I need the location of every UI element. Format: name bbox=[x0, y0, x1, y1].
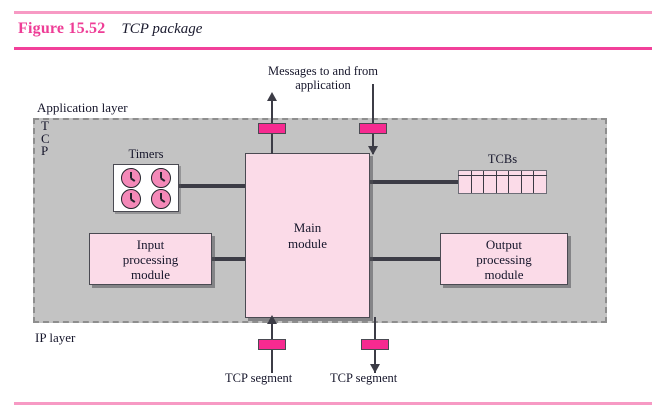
output-module-line-1: Output bbox=[485, 236, 523, 252]
segment-out-arrow-icon bbox=[370, 364, 380, 373]
output-module-text: Output processing module bbox=[476, 237, 532, 282]
tcp-segment-out-label: TCP segment bbox=[330, 371, 398, 385]
clock-icon bbox=[151, 188, 171, 209]
tcb-cell bbox=[484, 171, 497, 193]
main-module-block: Main module bbox=[245, 153, 370, 318]
tcp-segment-in-label: TCP segment bbox=[225, 371, 293, 385]
main-module-text: Main module bbox=[288, 220, 327, 252]
ip-layer-label: IP layer bbox=[35, 330, 76, 345]
main-to-output-module-link bbox=[369, 257, 441, 261]
tcbs-label: TCBs bbox=[487, 152, 518, 166]
segment-in-arrow-icon bbox=[267, 315, 277, 324]
footer-rule bbox=[14, 402, 652, 405]
connector-block-bottom-right bbox=[361, 339, 389, 350]
tcp-letter-t: T bbox=[41, 118, 49, 133]
connector-block-top-right bbox=[359, 123, 387, 134]
input-module-text: Input processing module bbox=[123, 237, 179, 282]
messages-annotation-line-1: Messages to and from bbox=[267, 64, 379, 78]
output-module-line-3: module bbox=[484, 266, 524, 282]
timers-box bbox=[113, 164, 179, 212]
figure-number: Figure 15.52 bbox=[18, 20, 106, 37]
tcb-cell bbox=[472, 171, 485, 193]
messages-annotation-line-2: application bbox=[295, 78, 351, 92]
clock-icon bbox=[151, 167, 171, 188]
tcb-cell bbox=[459, 171, 472, 193]
tcb-cell bbox=[497, 171, 510, 193]
clock-icon bbox=[121, 167, 141, 188]
input-module-line-3: module bbox=[130, 266, 170, 282]
connector-block-bottom-left bbox=[258, 339, 286, 350]
figure-title: TCP package bbox=[121, 21, 203, 37]
input-module-line-1: Input bbox=[136, 236, 165, 252]
connector-block-top-left bbox=[258, 123, 286, 134]
tcbs-top-strip-line bbox=[458, 175, 547, 177]
main-module-line-1: Main bbox=[293, 219, 322, 235]
input-processing-module-block: Input processing module bbox=[89, 233, 212, 285]
messages-out-arrow-icon bbox=[267, 92, 277, 101]
input-module-line-2: processing bbox=[122, 251, 179, 267]
messages-annotation: Messages to and from application bbox=[248, 64, 398, 92]
output-processing-module-block: Output processing module bbox=[440, 233, 568, 285]
figure-caption: Figure 15.52 TCP package bbox=[18, 20, 202, 38]
tcbs-box bbox=[458, 170, 547, 194]
input-module-to-main-link bbox=[211, 257, 246, 261]
header-rule-middle bbox=[14, 47, 652, 50]
tcb-cell bbox=[509, 171, 522, 193]
output-module-line-2: processing bbox=[476, 251, 532, 267]
main-to-tcbs-link bbox=[369, 180, 459, 184]
messages-in-arrow-icon bbox=[368, 146, 378, 155]
main-module-line-2: module bbox=[288, 235, 327, 251]
application-layer-label: Application layer bbox=[37, 100, 128, 115]
timers-label: Timers bbox=[128, 147, 164, 161]
timers-to-main-link bbox=[178, 184, 246, 188]
tcp-letter-p: P bbox=[41, 143, 49, 158]
tcb-cell bbox=[522, 171, 535, 193]
header-rule-top bbox=[14, 11, 652, 14]
tcp-letter-c: C bbox=[41, 130, 50, 146]
tcp-vertical-label: T C P bbox=[41, 118, 50, 158]
clock-icon bbox=[121, 188, 141, 209]
messages-in-line bbox=[372, 84, 374, 154]
